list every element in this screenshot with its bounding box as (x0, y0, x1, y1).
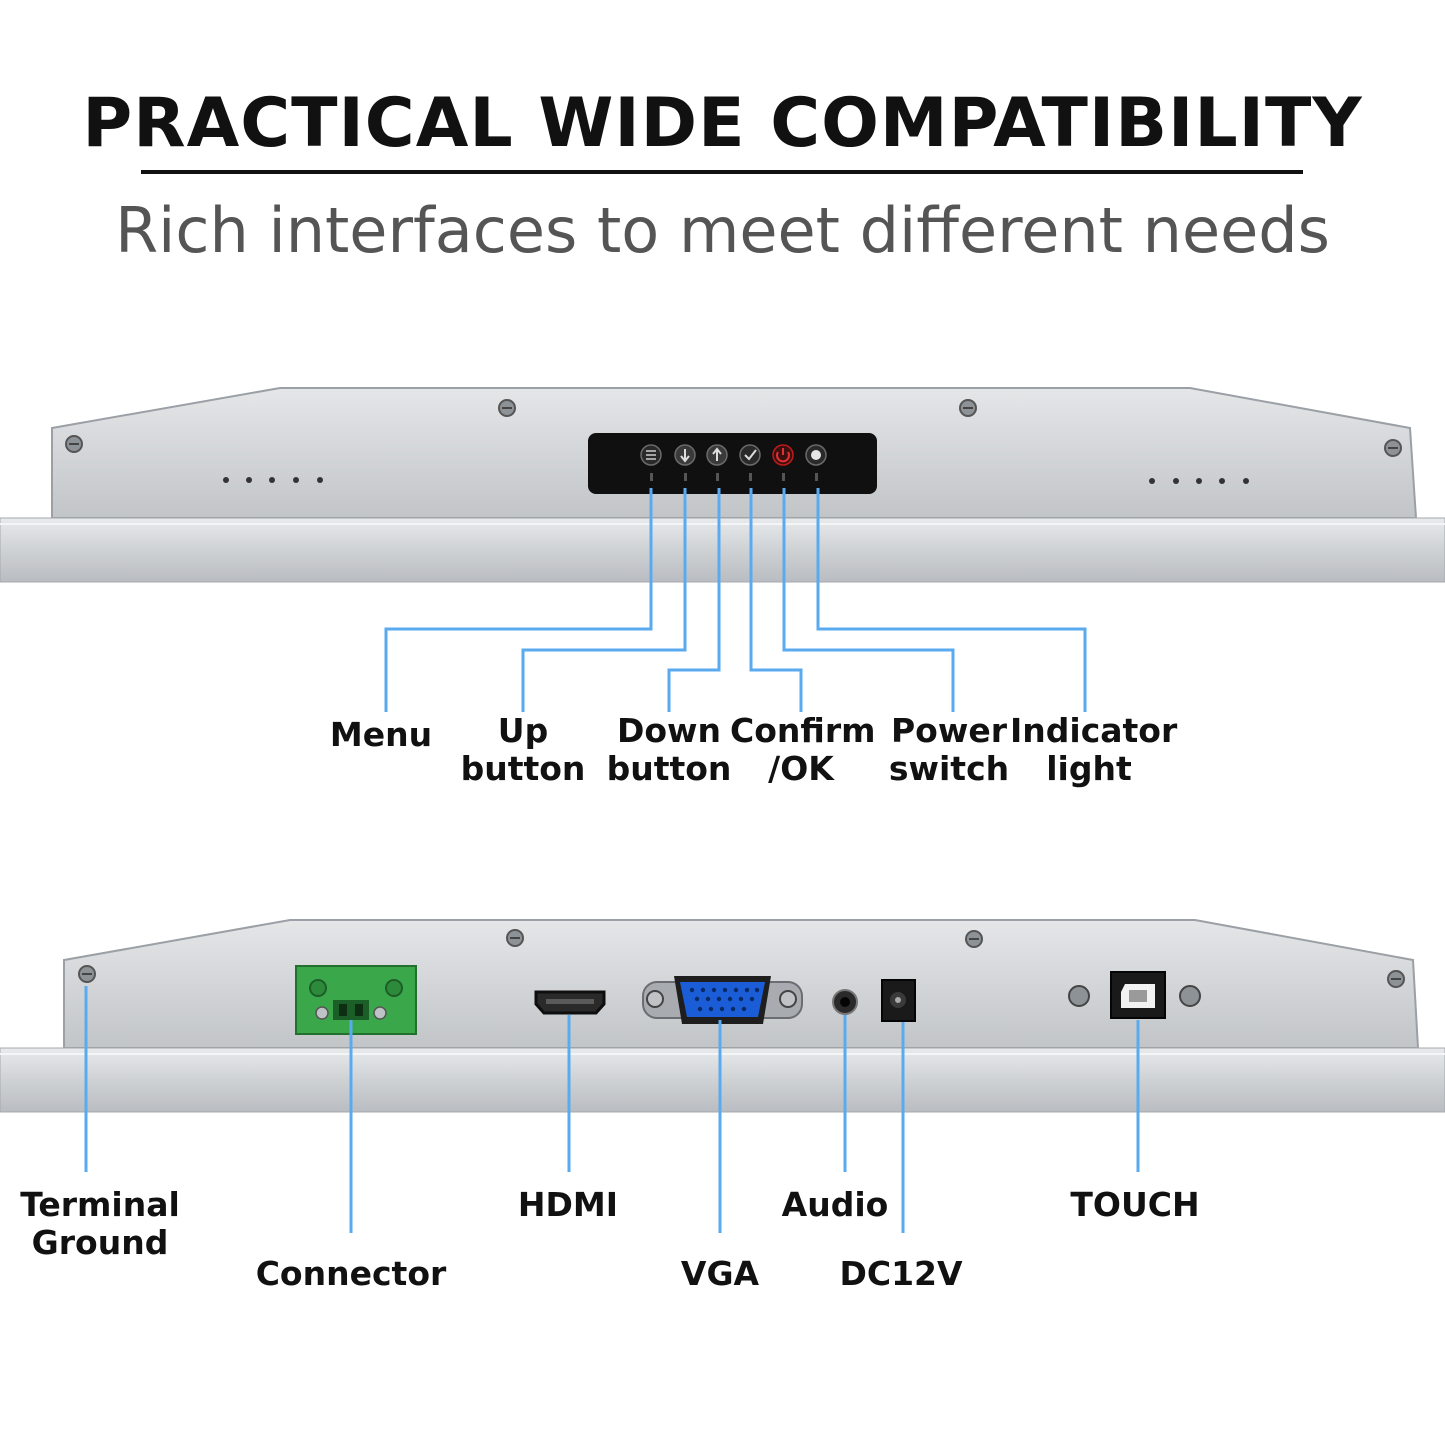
title-underline (141, 170, 1303, 174)
label-terminal-ground: Terminal Ground (20, 1185, 180, 1262)
screw-icon (965, 930, 983, 948)
hdmi-port (534, 990, 606, 1015)
label-power-switch: Power switch (888, 711, 1010, 788)
label-vga: VGA (680, 1254, 760, 1293)
screw-icon (65, 435, 83, 453)
screw-icon (1387, 970, 1405, 988)
check-icon (739, 444, 761, 466)
top-leader-lines (384, 488, 1087, 712)
usb-b-port (1068, 971, 1201, 1019)
top-device-panel (0, 387, 1445, 583)
screw-icon (498, 399, 516, 417)
indicator-light-icon (805, 444, 827, 466)
audio-jack (832, 989, 858, 1015)
vga-port (642, 976, 803, 1024)
screw-icon (959, 399, 977, 417)
arrow-down-icon (674, 444, 696, 466)
bottom-device-panel (0, 919, 1445, 1113)
label-connector: Connector (255, 1254, 447, 1293)
button-strip (588, 433, 877, 494)
bottom-leader-lines (84, 986, 1140, 1233)
label-confirm-ok: Confirm /OK (730, 711, 876, 788)
label-menu: Menu (329, 715, 433, 754)
screw-icon (1384, 439, 1402, 457)
page-subtitle: Rich interfaces to meet different needs (115, 194, 1330, 267)
menu-icon (640, 444, 662, 466)
terminal-block-connector (295, 965, 417, 1035)
speaker-vent-right (1149, 478, 1249, 484)
label-up-button: Up button (460, 711, 586, 788)
label-touch: TOUCH (1070, 1185, 1200, 1224)
speaker-vent-left (223, 477, 323, 483)
label-dc12v: DC12V (839, 1254, 963, 1293)
power-icon (772, 444, 794, 466)
label-hdmi: HDMI (517, 1185, 619, 1224)
label-down-button: Down button (606, 711, 732, 788)
screw-icon (78, 965, 96, 983)
dc-power-jack (881, 979, 916, 1022)
arrow-up-icon (706, 444, 728, 466)
screw-icon (506, 929, 524, 947)
page-title: PRACTICAL WIDE COMPATIBILITY (82, 84, 1363, 163)
label-indicator-light: Indicator light (1010, 711, 1178, 788)
label-audio: Audio (781, 1185, 889, 1224)
